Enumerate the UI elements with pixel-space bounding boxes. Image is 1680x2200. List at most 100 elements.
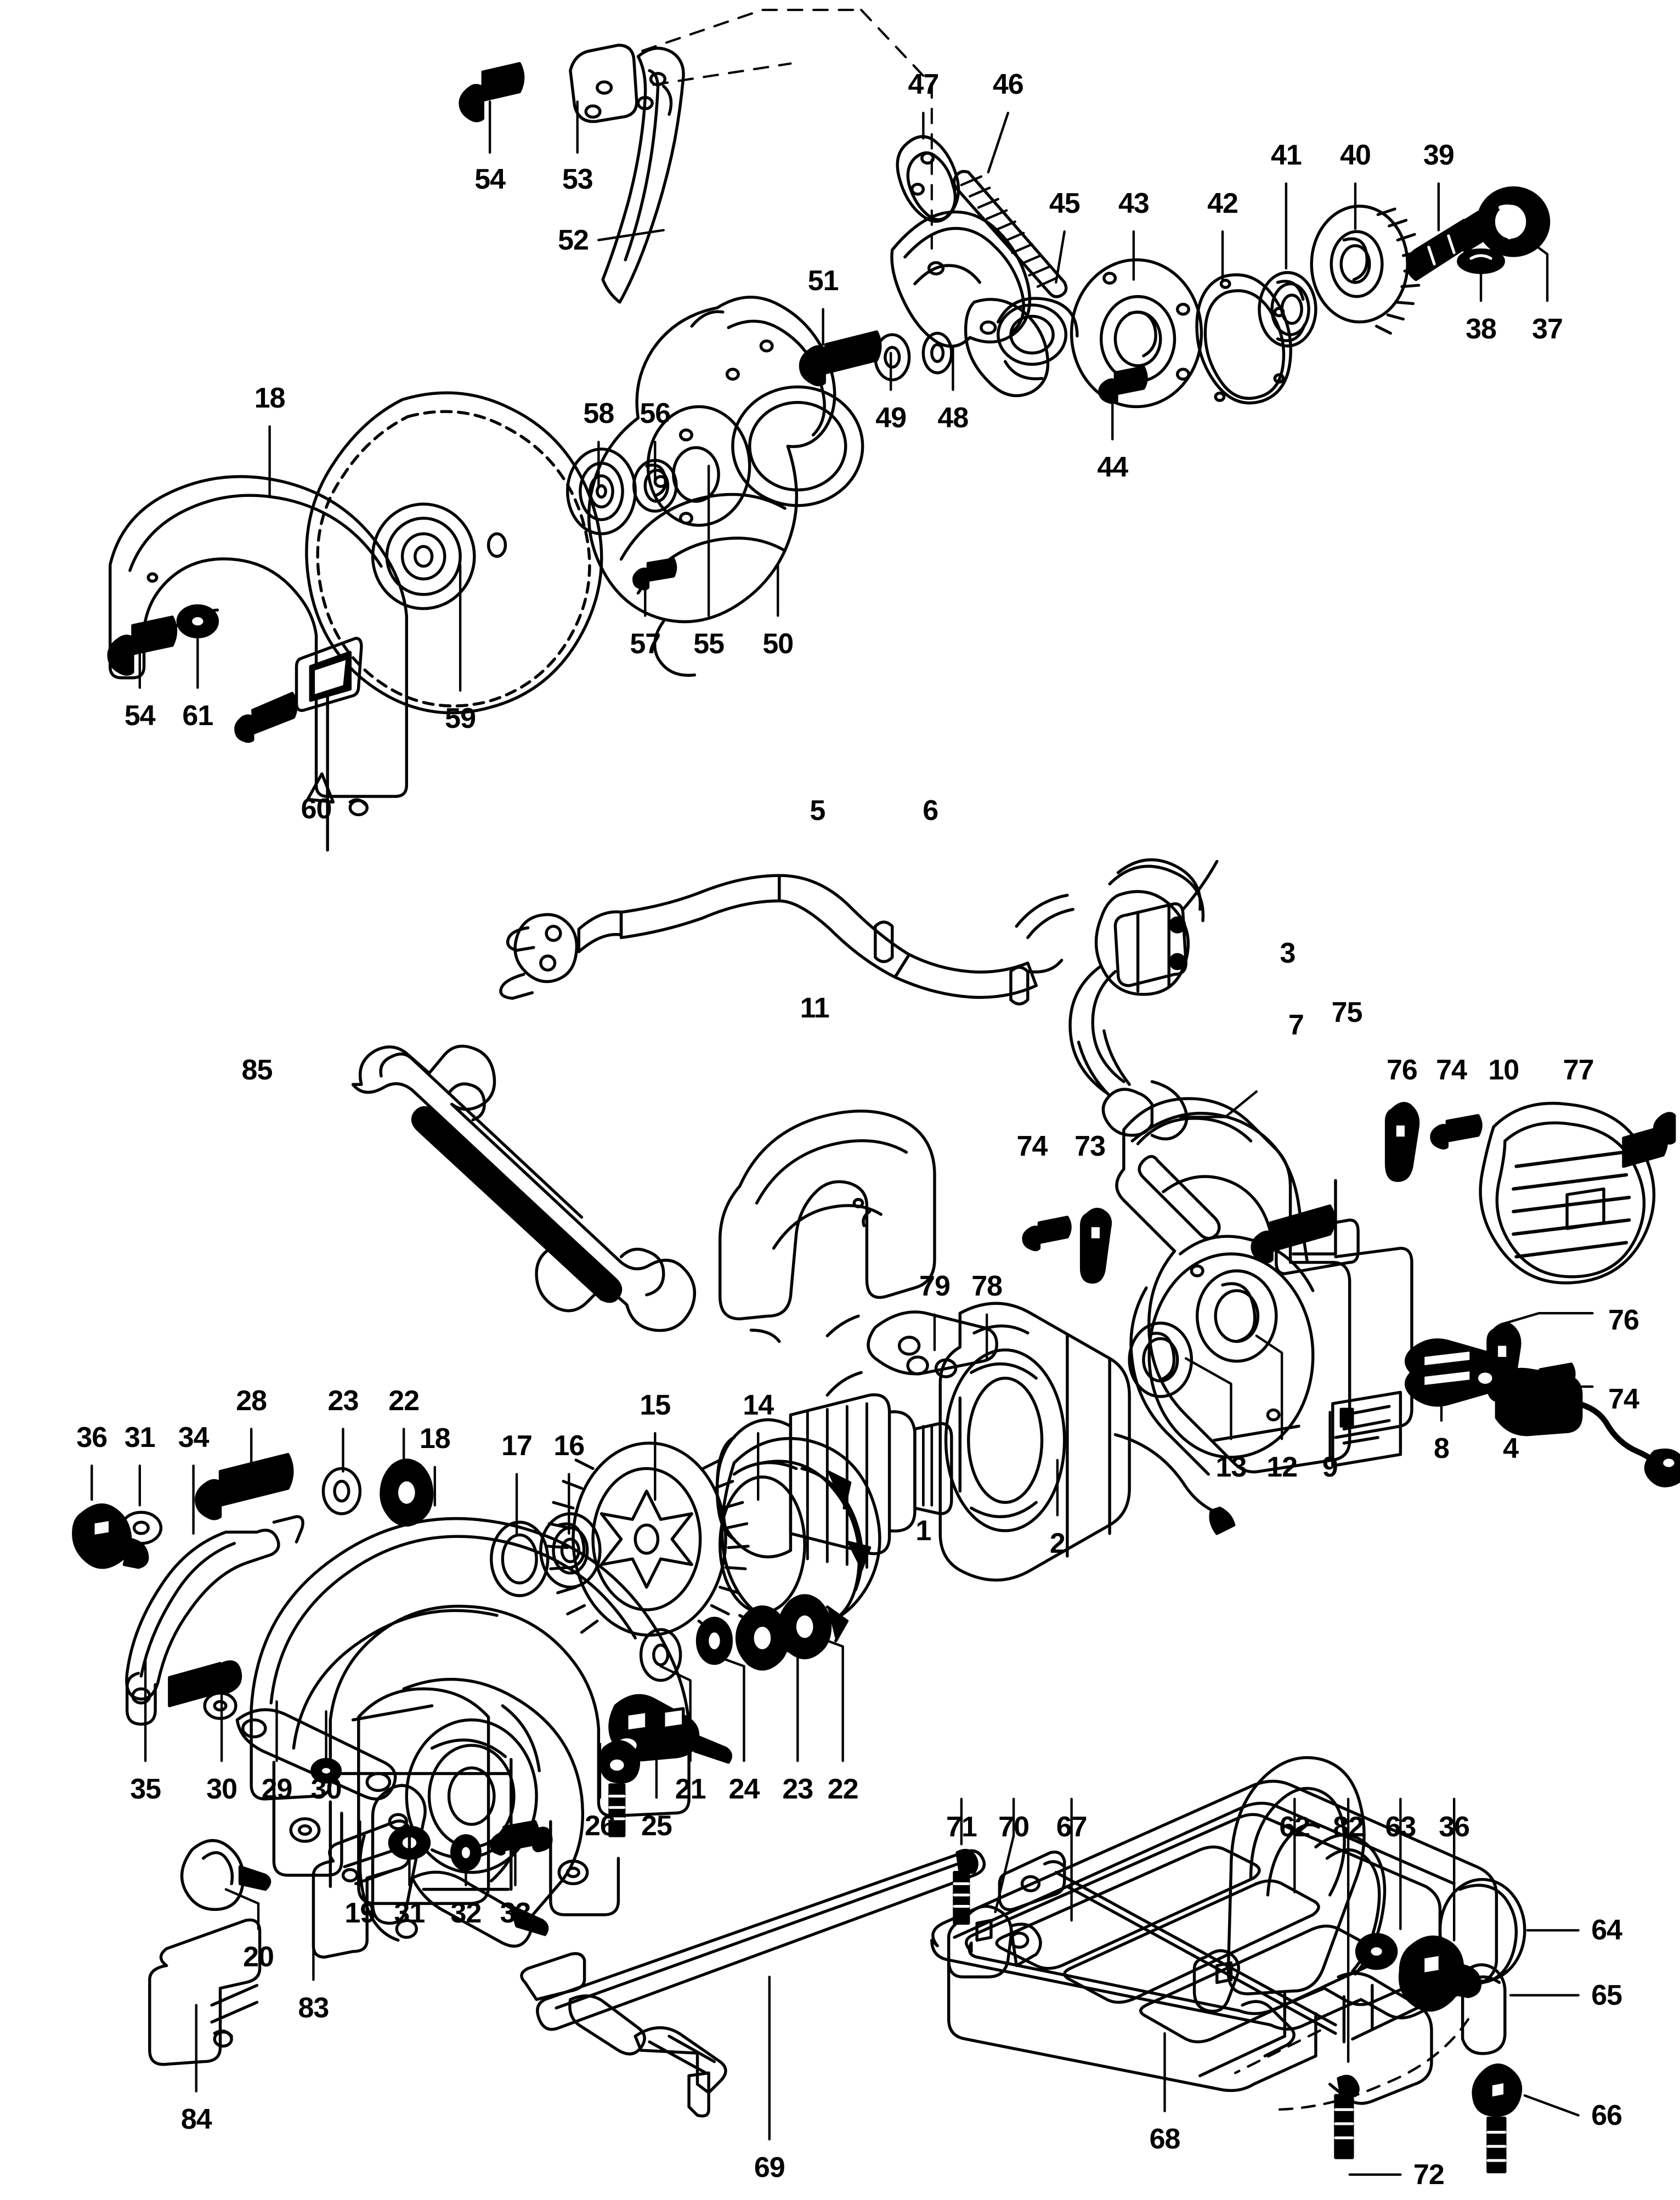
callout-10: 10 bbox=[1488, 1054, 1519, 1087]
part-45-pivot-arm bbox=[964, 298, 1050, 398]
callout-14: 14 bbox=[743, 1389, 774, 1421]
part-53-plate bbox=[569, 43, 638, 123]
part-31-washer-left bbox=[120, 1511, 163, 1545]
callout-71: 71 bbox=[946, 1811, 977, 1843]
part-22-nut-b bbox=[778, 1594, 832, 1660]
part-74-screw-a bbox=[1430, 1114, 1483, 1150]
part-16-bearing bbox=[539, 1512, 602, 1589]
part-21-washer bbox=[639, 1628, 682, 1682]
part-12-bearing bbox=[1196, 1269, 1278, 1363]
callout-53: 53 bbox=[562, 163, 593, 195]
callout-3: 3 bbox=[1280, 937, 1296, 969]
callout-28: 28 bbox=[236, 1384, 267, 1417]
callout-9: 9 bbox=[1322, 1451, 1338, 1483]
part-23-nut-b bbox=[735, 1605, 789, 1671]
callout-22b: 22 bbox=[827, 1773, 859, 1805]
callout-46: 46 bbox=[992, 69, 1024, 101]
part-69-rip-fence bbox=[520, 1849, 986, 2118]
callout-64: 64 bbox=[1591, 1914, 1622, 1947]
callout-20: 20 bbox=[243, 1941, 274, 1973]
armature-windings bbox=[806, 1402, 868, 1569]
callout-55: 55 bbox=[693, 627, 725, 660]
part-8-brush-holder bbox=[1404, 1338, 1504, 1407]
callout-4: 4 bbox=[1503, 1433, 1519, 1465]
part-48-guard-bracket bbox=[890, 210, 1079, 381]
gear-teeth-15 bbox=[546, 1458, 750, 1634]
callout-39: 39 bbox=[1423, 139, 1455, 172]
part-85-wrench bbox=[351, 1044, 697, 1332]
callout-60: 60 bbox=[301, 793, 332, 825]
callout-24: 24 bbox=[728, 1773, 760, 1805]
callout-5: 5 bbox=[810, 794, 825, 827]
part-2-field-stator bbox=[938, 1302, 1236, 1582]
part-30-washer-b bbox=[310, 1758, 342, 1784]
part-32-washer bbox=[450, 1834, 482, 1871]
callout-50: 50 bbox=[762, 627, 794, 660]
part-5-6-power-cord bbox=[499, 874, 1064, 1006]
callout-36a: 36 bbox=[76, 1421, 108, 1454]
part-20-knob bbox=[180, 1839, 271, 1911]
callout-13: 13 bbox=[1215, 1451, 1247, 1483]
callout-8: 8 bbox=[1434, 1433, 1450, 1465]
callout-68: 68 bbox=[1149, 2123, 1181, 2156]
callout-47: 47 bbox=[908, 69, 939, 101]
part-30-washer-a bbox=[203, 1692, 237, 1720]
callout-76a: 76 bbox=[1387, 1054, 1418, 1087]
callout-67: 67 bbox=[1056, 1811, 1088, 1843]
callout-31a: 31 bbox=[124, 1421, 156, 1454]
callout-45: 45 bbox=[1049, 187, 1081, 219]
callout-40: 40 bbox=[1340, 139, 1371, 172]
callout-23b: 23 bbox=[782, 1773, 813, 1805]
callout-42: 42 bbox=[1207, 187, 1238, 219]
part-7-cord-sleeve bbox=[1077, 1029, 1258, 1141]
part-84-bracket bbox=[148, 1918, 262, 2066]
part-43-gearcase-cover bbox=[1070, 258, 1203, 409]
callout-15: 15 bbox=[640, 1389, 671, 1421]
callout-32: 32 bbox=[450, 1897, 482, 1930]
callout-82: 82 bbox=[1333, 1811, 1364, 1843]
callout-54a: 54 bbox=[474, 163, 506, 195]
part-18-upper-guard-lower bbox=[250, 1517, 691, 1922]
callout-52: 52 bbox=[558, 224, 589, 256]
part-52-riving-knife bbox=[601, 47, 685, 304]
part-76-clip-a bbox=[1384, 1102, 1420, 1182]
part-11-front-handle bbox=[719, 1110, 936, 1343]
callout-30a: 30 bbox=[206, 1773, 237, 1805]
callout-44: 44 bbox=[1097, 451, 1128, 484]
callout-1: 1 bbox=[915, 1514, 931, 1547]
callout-22a: 22 bbox=[388, 1384, 420, 1417]
callout-69: 69 bbox=[754, 2151, 785, 2184]
callout-56: 56 bbox=[640, 398, 671, 430]
part-54-screw-top bbox=[459, 62, 525, 122]
callout-59: 59 bbox=[445, 703, 476, 735]
callout-74c: 74 bbox=[1608, 1383, 1639, 1416]
part-18-upper-guard-top bbox=[109, 475, 409, 852]
callout-54b: 54 bbox=[124, 700, 156, 732]
callout-18a: 18 bbox=[254, 382, 286, 414]
callout-30b: 30 bbox=[310, 1773, 342, 1805]
part-9-motor-housing bbox=[1115, 1097, 1413, 1476]
part-46-spring bbox=[952, 169, 1068, 298]
callout-84: 84 bbox=[180, 2103, 212, 2136]
callout-23a: 23 bbox=[327, 1384, 359, 1417]
part-73-terminal bbox=[1079, 1208, 1112, 1284]
part-65-sleeve bbox=[1461, 1963, 1507, 2055]
callout-77: 77 bbox=[1563, 1054, 1594, 1087]
part-83-bracket bbox=[312, 1819, 411, 1959]
part-23-washer-a bbox=[321, 1467, 362, 1515]
callout-74a: 74 bbox=[1436, 1054, 1467, 1087]
part-41-bearing bbox=[1258, 271, 1317, 348]
callout-38: 38 bbox=[1466, 313, 1497, 345]
callout-57: 57 bbox=[630, 627, 661, 660]
part-74-screw-b bbox=[1022, 1215, 1072, 1252]
callout-83: 83 bbox=[298, 1992, 329, 2024]
callout-36b: 36 bbox=[1439, 1811, 1470, 1843]
part-36-knob-left bbox=[72, 1503, 149, 1569]
part-22-nut-a bbox=[380, 1458, 434, 1527]
callout-73: 73 bbox=[1074, 1130, 1106, 1163]
part-13-bearing bbox=[1128, 1321, 1193, 1398]
part-24-washer bbox=[695, 1616, 733, 1665]
callout-12: 12 bbox=[1266, 1451, 1298, 1483]
callout-79: 79 bbox=[919, 1270, 951, 1303]
callout-29: 29 bbox=[261, 1773, 293, 1805]
